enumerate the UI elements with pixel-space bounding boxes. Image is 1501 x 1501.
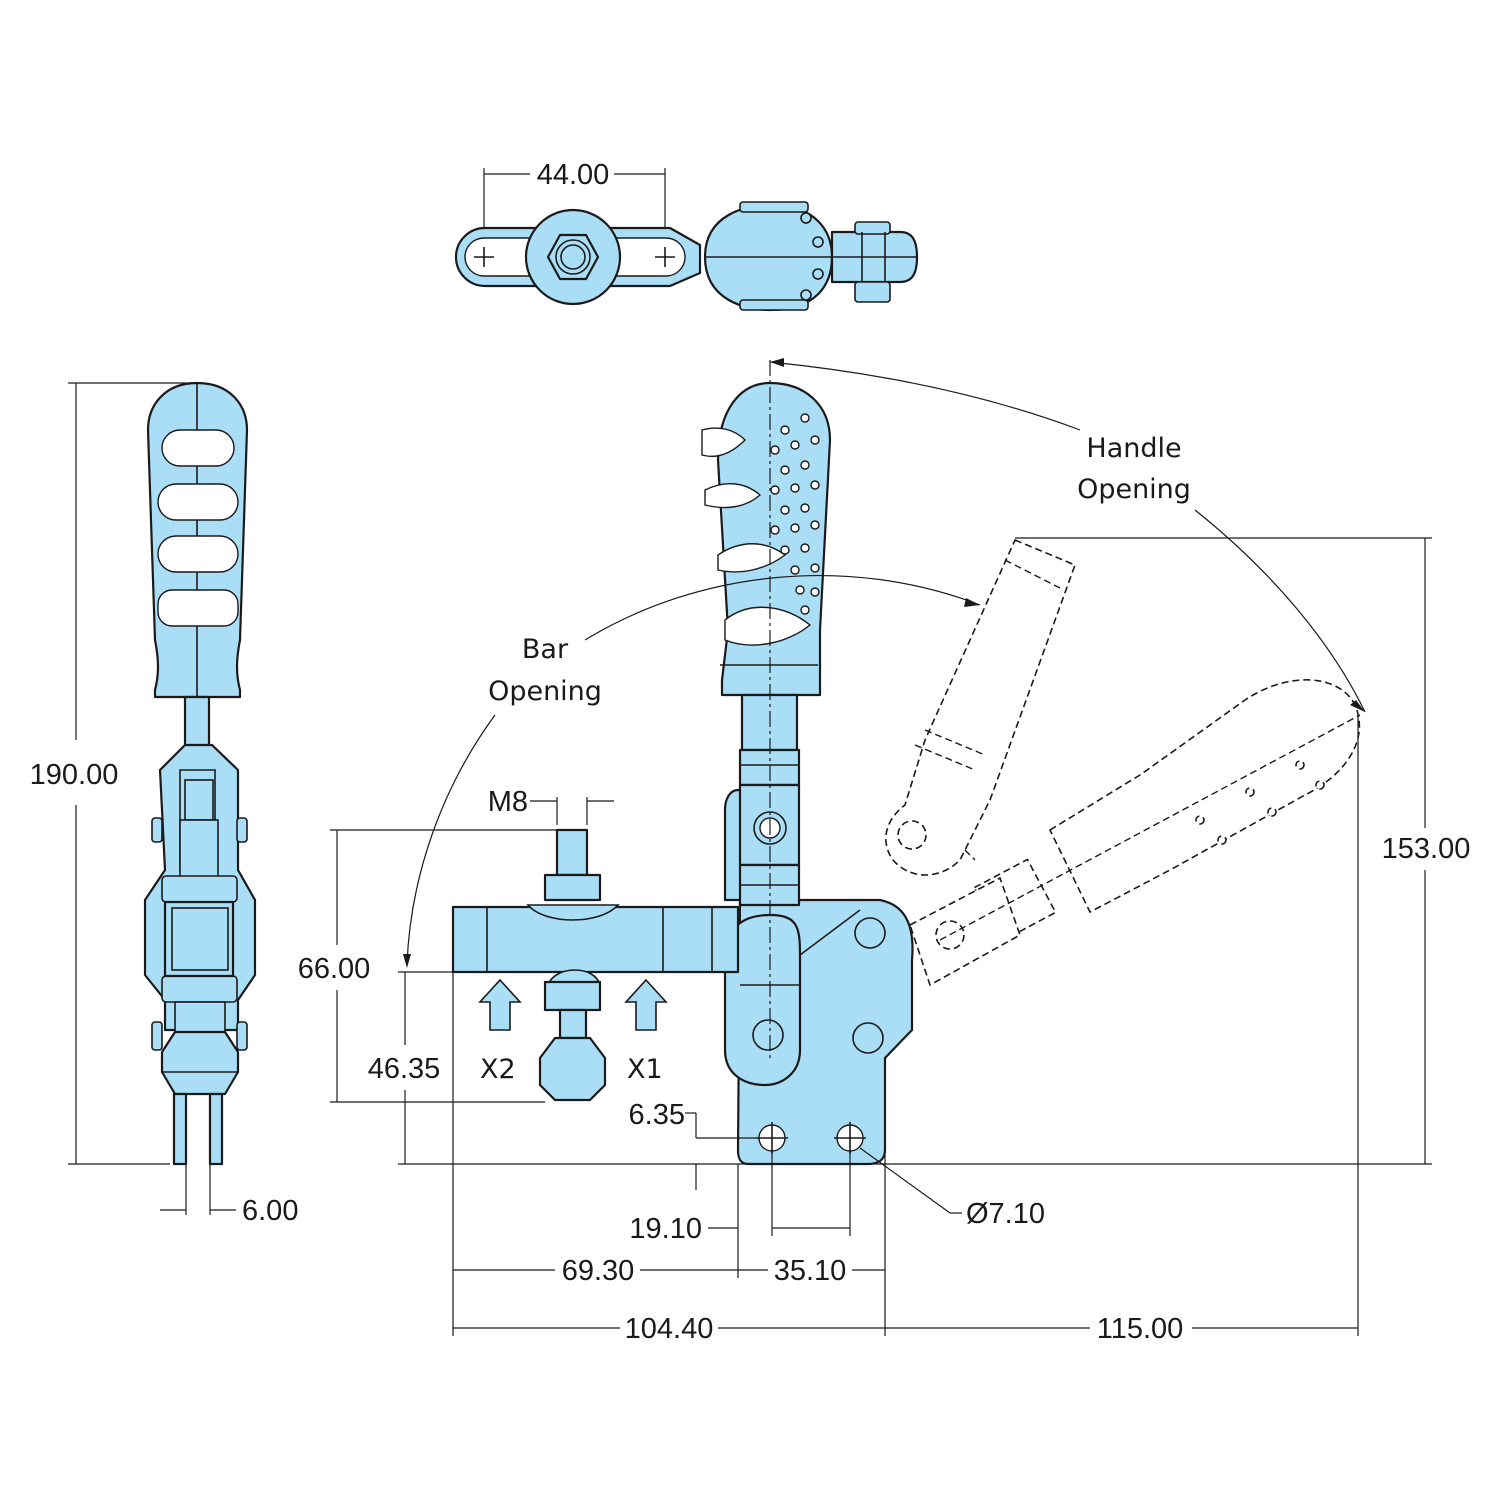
dim-thread: M8: [488, 786, 528, 818]
dim-bar-height: 46.35: [368, 1053, 441, 1085]
dim-overall-height: 190.00: [30, 759, 119, 791]
top-view: 44.00: [454, 159, 919, 312]
dim-spindle-height: 66.00: [298, 953, 371, 985]
side-view: 190.00 6.00: [30, 381, 298, 1227]
label-x1: X1: [627, 1054, 663, 1085]
dim-overall-length: 104.40: [625, 1313, 714, 1345]
ghost-bar-open: [885, 538, 1077, 876]
ghost-handle-open: [909, 679, 1361, 987]
dim-finger-width: 6.00: [242, 1195, 298, 1227]
dim-edge-to-hole: 19.10: [629, 1213, 702, 1245]
dim-open-height: 153.00: [1382, 833, 1471, 865]
dim-bar-reach: 69.30: [562, 1255, 635, 1287]
front-view: X2 X1: [298, 358, 1471, 1345]
dim-hole-spacing: 35.10: [774, 1255, 847, 1287]
label-handle-opening-1: Handle: [1086, 433, 1181, 464]
label-bar-opening-2: Opening: [488, 676, 602, 707]
label-x2: X2: [480, 1054, 516, 1085]
dim-top-hole-spacing: 44.00: [537, 159, 610, 191]
label-handle-opening-2: Opening: [1077, 474, 1191, 505]
dim-hole-diameter: Ø7.10: [966, 1198, 1045, 1230]
grip-dots: [770, 413, 820, 615]
dim-base-hole-offset: 6.35: [629, 1099, 685, 1131]
label-bar-opening-1: Bar: [522, 634, 569, 665]
dim-handle-reach: 115.00: [1097, 1313, 1184, 1345]
